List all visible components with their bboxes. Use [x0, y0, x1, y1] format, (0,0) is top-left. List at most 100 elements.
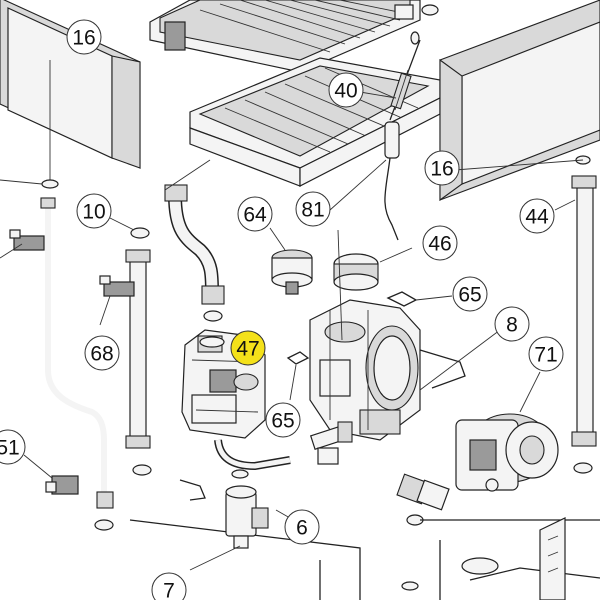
callout-label: 65: [271, 410, 294, 433]
callout-label: 6: [296, 517, 308, 540]
leader-line: [415, 295, 453, 301]
callout-label: 46: [428, 233, 451, 256]
leader-line: [0, 243, 23, 259]
callout-circle: [328, 72, 364, 108]
callout-label: 8: [506, 314, 518, 337]
callout-label: 44: [525, 206, 549, 229]
spring-clip: [286, 351, 310, 365]
washer: [421, 4, 439, 16]
leader-line: [394, 69, 409, 111]
callout-circle: [295, 191, 331, 227]
washer: [130, 227, 150, 239]
flow-pipe: [164, 184, 225, 322]
callout-label: 71: [534, 344, 557, 367]
callout-circle: [230, 330, 266, 366]
left-side-panel: [0, 0, 141, 169]
wire-connector: [45, 475, 79, 495]
callout-6: 6: [284, 509, 320, 545]
gas-valve: [181, 329, 266, 439]
pipe-clip: [9, 229, 45, 251]
callout-47: 47: [230, 330, 266, 366]
callout-circle: [519, 198, 555, 234]
leader-line: [519, 371, 541, 413]
callout-circle: [528, 336, 564, 372]
gas-pipe: [214, 439, 291, 479]
callout-51: 51: [0, 429, 26, 465]
callout-label: 51: [0, 437, 20, 460]
callout-label: 68: [90, 343, 113, 366]
leader-line: [329, 159, 387, 211]
callout-44: 44: [519, 198, 555, 234]
hydraulic-manifold: [309, 299, 421, 441]
callout-circle: [84, 335, 120, 371]
callout-circle: [452, 276, 488, 312]
callout-label: 40: [334, 80, 357, 103]
callout-circle: [237, 196, 273, 232]
callout-circle: [76, 193, 112, 229]
straight-pipe: [125, 249, 152, 476]
callout-81: 81: [295, 191, 331, 227]
pipe-clip: [99, 275, 135, 297]
leader-line: [379, 247, 413, 263]
callout-label: 81: [301, 199, 324, 222]
flame-sensor: [333, 253, 379, 291]
callout-circle: [284, 509, 320, 545]
expansion-pipe: [571, 175, 597, 474]
callout-label: 47: [236, 338, 259, 361]
leader-line: [419, 329, 501, 391]
heat-exchanger: [149, 0, 421, 73]
leader-line: [289, 364, 297, 401]
washer: [401, 581, 419, 591]
callout-label: 16: [72, 27, 95, 50]
leader-line: [23, 454, 53, 479]
callout-46: 46: [422, 225, 458, 261]
callout-16: 16: [424, 150, 460, 186]
leader-line: [554, 199, 576, 211]
callout-circle: [422, 225, 458, 261]
callout-71: 71: [528, 336, 564, 372]
leader-line: [454, 159, 584, 171]
pump-outlet-fitting: [396, 473, 450, 526]
leader-line: [189, 545, 241, 571]
pipe-connector: [309, 421, 353, 465]
callout-16: 16: [66, 19, 102, 55]
flow-switch: [225, 485, 269, 549]
right-side-panel: [439, 0, 600, 202]
leader-line: [0, 179, 43, 185]
callout-circle: [66, 19, 102, 55]
callout-circle: [0, 429, 26, 465]
return-pipe: [40, 197, 114, 531]
callout-64: 64: [237, 196, 273, 232]
callout-7: 7: [151, 572, 187, 600]
callout-circle: [494, 306, 530, 342]
callout-10: 10: [76, 193, 112, 229]
callout-8: 8: [494, 306, 530, 342]
leader-line: [337, 229, 343, 341]
filling-valve: [179, 479, 206, 501]
pressure-switch: [271, 249, 313, 295]
callout-label: 65: [458, 284, 481, 307]
callout-65: 65: [265, 402, 301, 438]
drain-plug: [461, 557, 499, 575]
leader-line: [164, 159, 211, 191]
callout-68: 68: [84, 335, 120, 371]
callout-65: 65: [452, 276, 488, 312]
callout-label: 7: [163, 580, 175, 600]
pump-clip: [419, 349, 466, 389]
circulation-pump: [455, 413, 559, 492]
callout-label: 64: [243, 204, 267, 227]
leader-line: [269, 227, 286, 251]
callout-label: 10: [82, 201, 105, 224]
washer: [41, 179, 59, 189]
leader-line: [109, 217, 135, 231]
leader-line: [275, 509, 291, 519]
callout-circle: [265, 402, 301, 438]
callout-label: 16: [430, 158, 453, 181]
callout-circle: [151, 572, 187, 600]
boiler-frame: [129, 517, 600, 600]
leader-line: [359, 91, 397, 99]
burner-tray: [189, 57, 441, 187]
spring-clip: [386, 291, 418, 307]
leader-line: [99, 295, 111, 326]
